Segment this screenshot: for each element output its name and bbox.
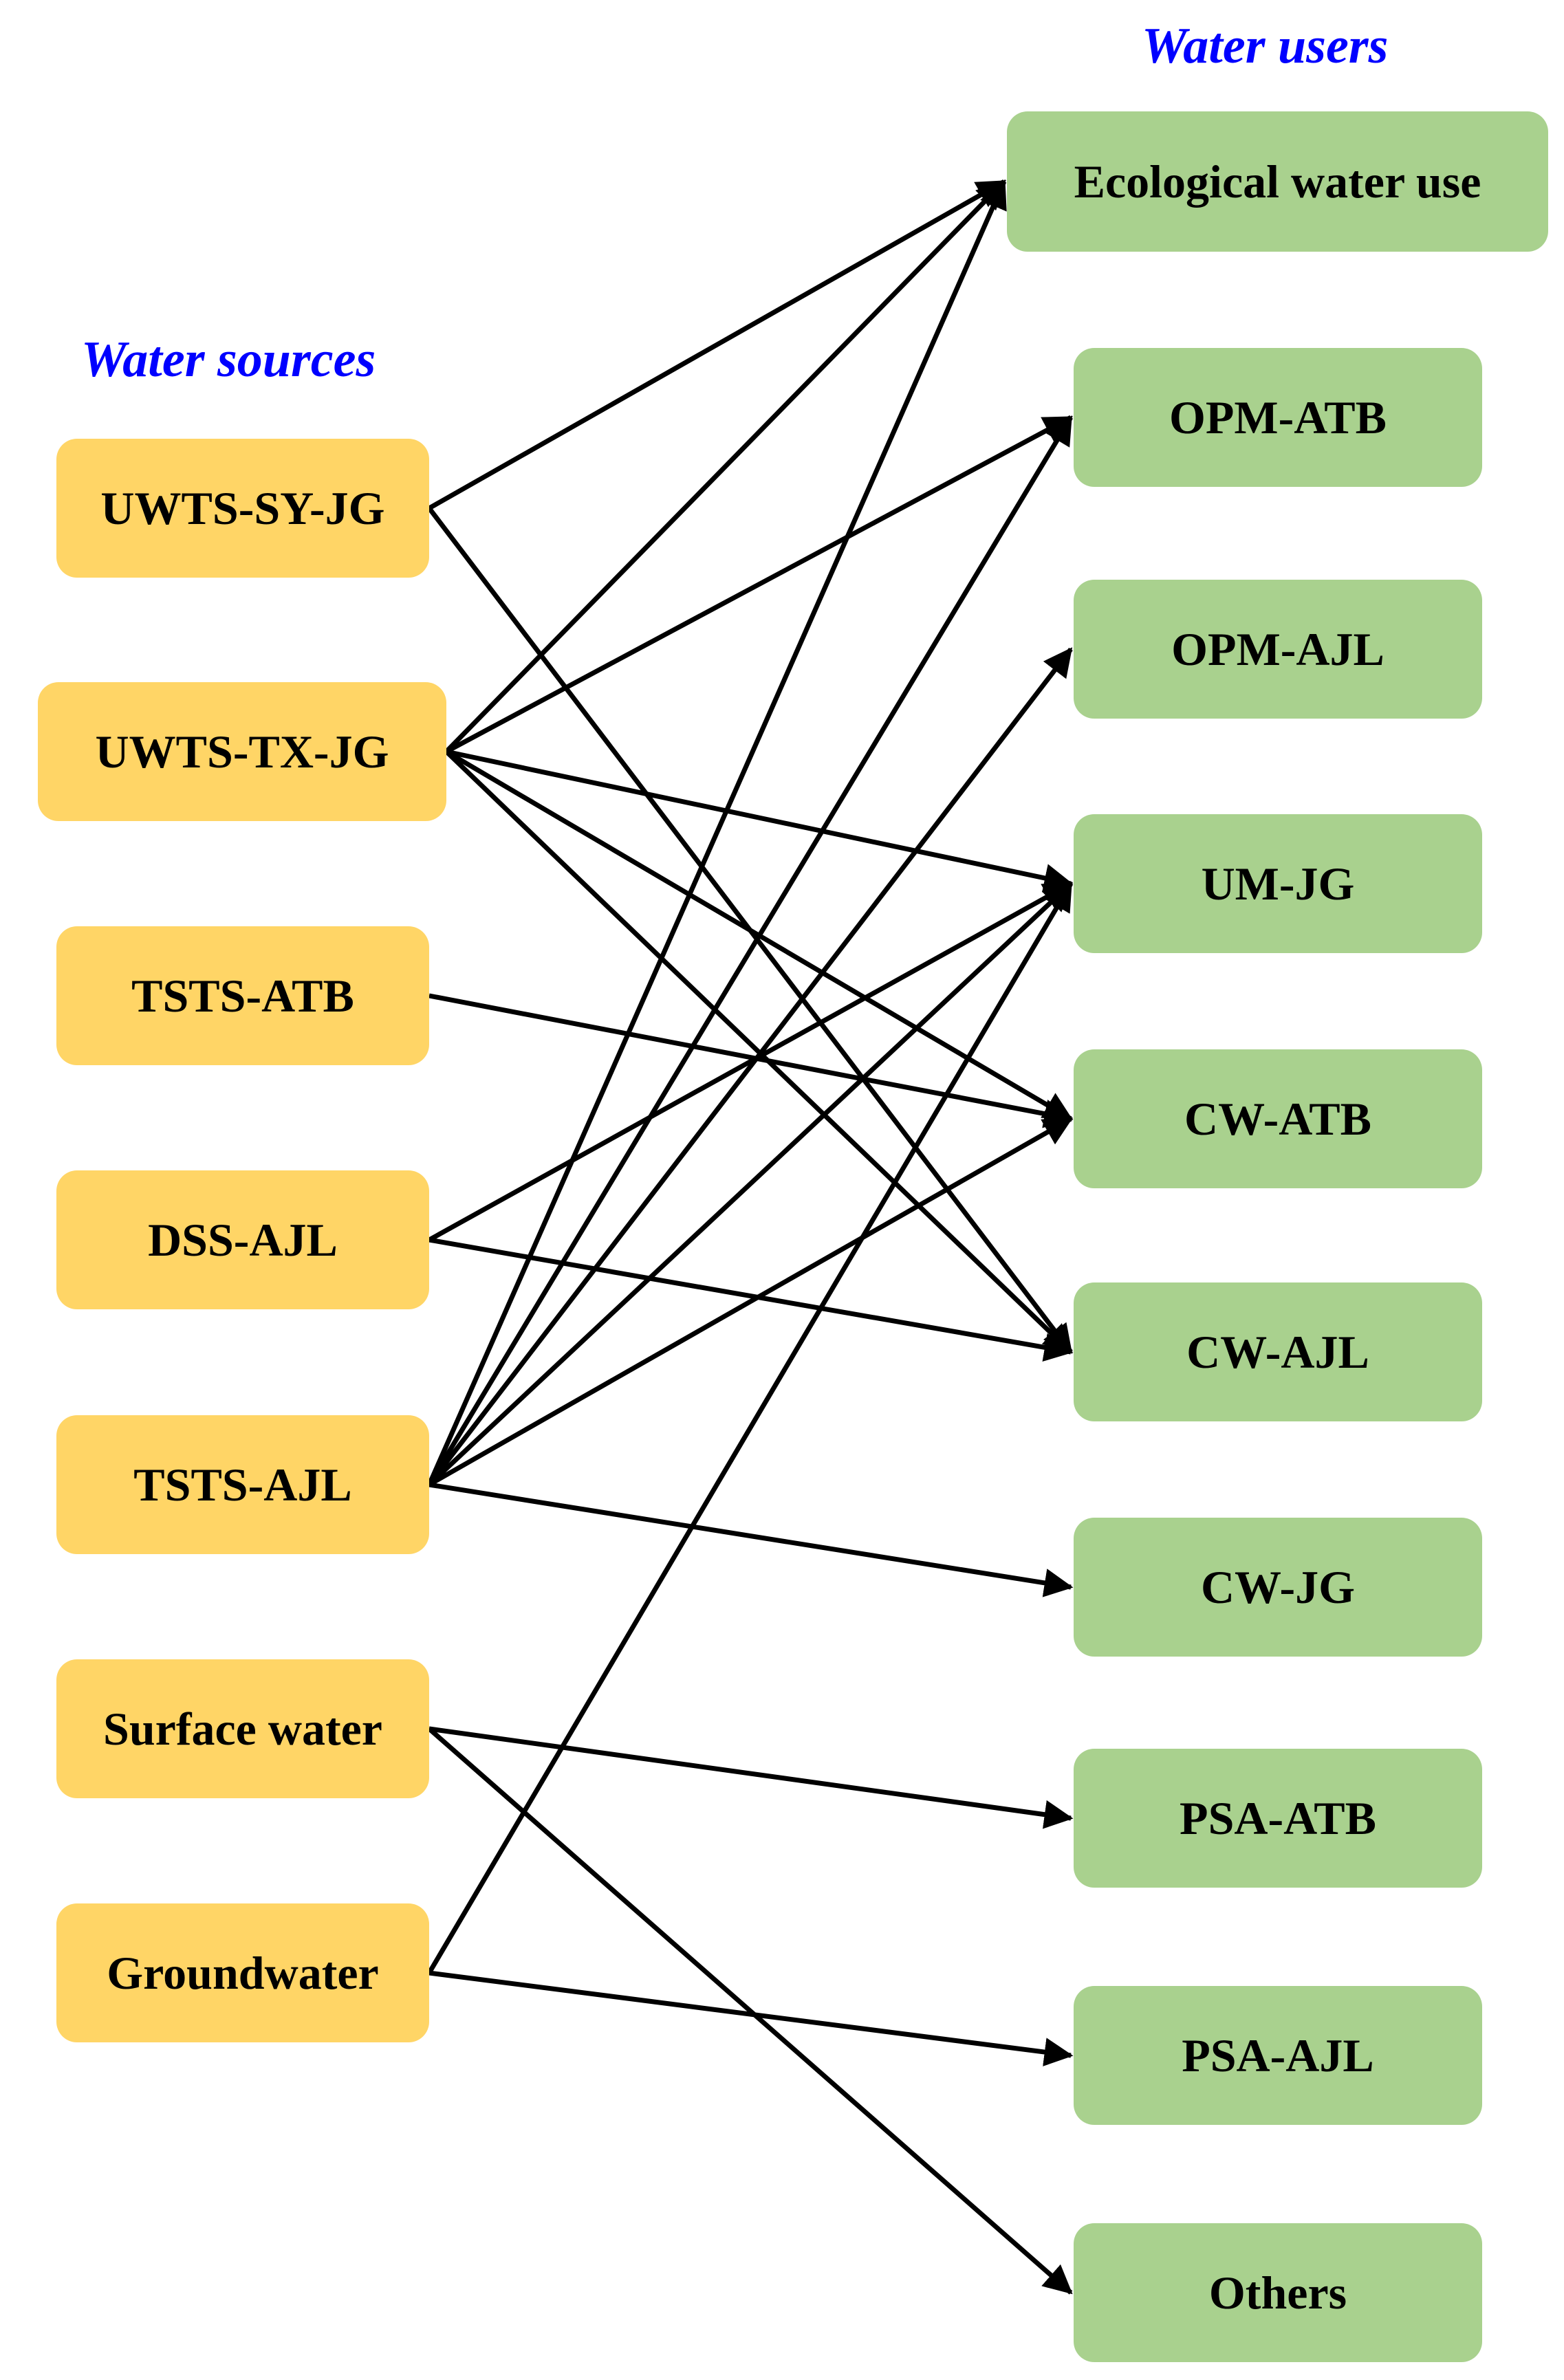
source-node-uwts-sy-jg: UWTS-SY-JG	[56, 439, 429, 578]
user-node-ecological: Ecological water use	[1007, 111, 1548, 252]
edge-tsts-ajl-to-opm-ajl	[427, 647, 1073, 1487]
user-node-cw-ajl: CW-AJL	[1074, 1282, 1482, 1421]
edge-uwts-tx-jg-to-ecological	[444, 179, 1006, 754]
source-node-dss-ajl: DSS-AJL	[56, 1170, 429, 1309]
user-node-opm-atb: OPM-ATB	[1074, 348, 1482, 487]
edge-tsts-ajl-to-um-jg	[427, 882, 1073, 1487]
user-node-psa-ajl: PSA-AJL	[1074, 1986, 1482, 2125]
edge-groundwater-to-um-jg	[426, 881, 1074, 1974]
edge-tsts-ajl-to-ecological	[426, 179, 1007, 1486]
user-node-others: Others	[1074, 2223, 1482, 2362]
water-sources-heading: Water sources	[81, 331, 376, 388]
edge-groundwater-to-psa-ajl	[428, 1970, 1074, 2066]
source-node-uwts-tx-jg: UWTS-TX-JG	[38, 682, 446, 821]
edge-tsts-ajl-to-opm-atb	[427, 415, 1073, 1486]
edge-tsts-ajl-to-cw-jg	[428, 1482, 1074, 1597]
water-users-heading: Water users	[1142, 18, 1389, 74]
user-node-cw-atb: CW-ATB	[1074, 1049, 1482, 1188]
user-node-psa-atb: PSA-ATB	[1074, 1749, 1482, 1888]
source-node-groundwater: Groundwater	[56, 1903, 429, 2042]
edge-surface-water-to-others	[427, 1727, 1073, 2295]
edge-surface-water-to-psa-atb	[428, 1726, 1074, 1829]
edge-tsts-ajl-to-cw-atb	[428, 1116, 1074, 1487]
edge-dss-ajl-to-cw-ajl	[428, 1237, 1074, 1362]
user-node-cw-jg: CW-JG	[1074, 1518, 1482, 1657]
edge-dss-ajl-to-um-jg	[428, 881, 1074, 1243]
user-node-um-jg: UM-JG	[1074, 814, 1482, 953]
source-node-tsts-ajl: TSTS-AJL	[56, 1415, 429, 1554]
source-node-surface-water: Surface water	[56, 1659, 429, 1798]
edge-tsts-atb-to-cw-atb	[428, 993, 1074, 1128]
user-node-opm-ajl: OPM-AJL	[1074, 580, 1482, 719]
edge-uwts-tx-jg-to-opm-atb	[445, 415, 1074, 754]
source-node-tsts-atb: TSTS-ATB	[56, 926, 429, 1065]
edge-uwts-tx-jg-to-um-jg	[446, 749, 1074, 893]
edge-uwts-sy-jg-to-ecological	[428, 179, 1007, 511]
